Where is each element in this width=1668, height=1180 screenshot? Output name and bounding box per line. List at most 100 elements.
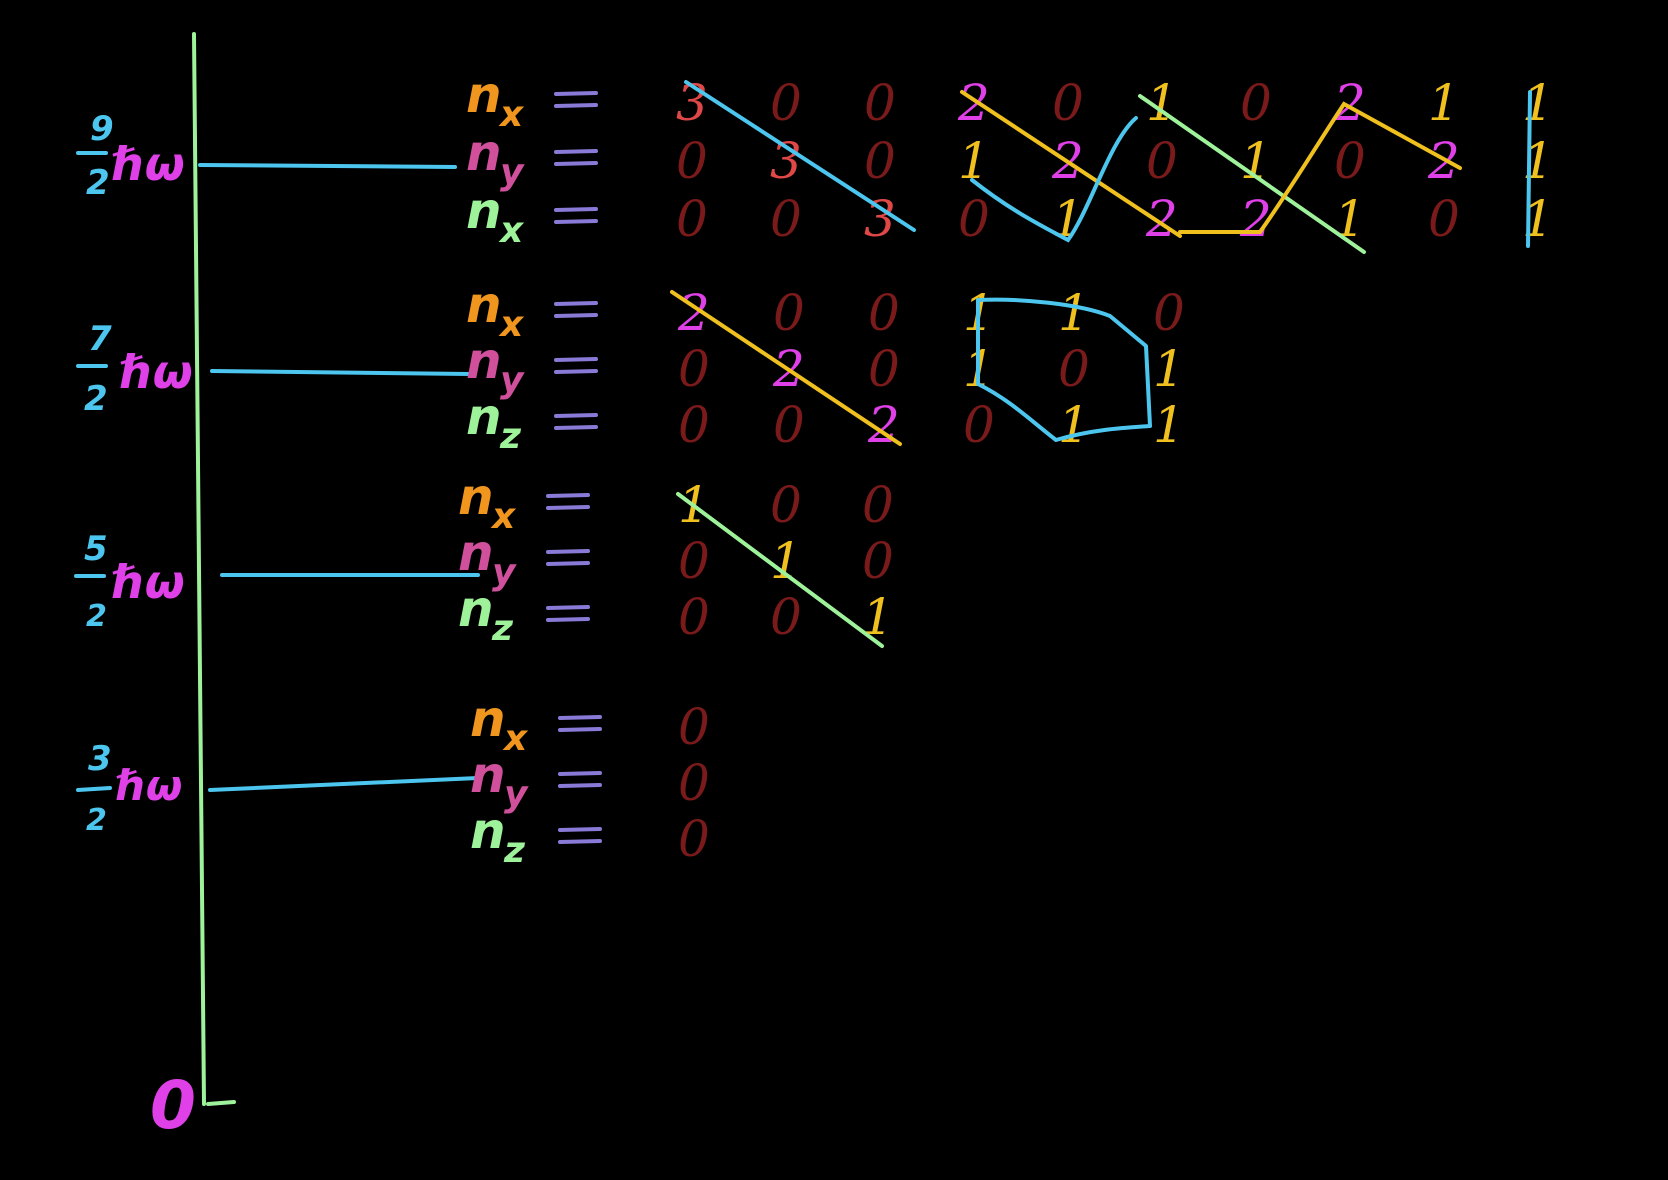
matrix-cell: 1 xyxy=(1240,132,1272,190)
quantum-label-row: ny xyxy=(466,124,525,193)
equals-sign-bar xyxy=(554,149,598,154)
equals-sign-bar xyxy=(558,783,602,788)
level-9-2: 9 2 ℏω xyxy=(76,109,457,203)
quantum-label-nz: n xyxy=(458,580,494,638)
matrix-cell: 0 xyxy=(1146,132,1178,190)
matrix-cell: 0 xyxy=(678,532,710,590)
quantum-label-row: nx xyxy=(470,690,529,759)
equals-sign-bar xyxy=(554,369,598,374)
quantum-label-subscript: y xyxy=(500,152,525,193)
quantum-label-row: nz xyxy=(458,580,514,649)
quantum-label-subscript: x xyxy=(498,210,525,251)
matrix-cell: 0 xyxy=(678,810,710,868)
fraction-bar xyxy=(76,786,112,792)
level-numerator: 5 xyxy=(84,529,108,569)
matrix-cell: 0 xyxy=(770,74,802,132)
matrix-cell: 0 xyxy=(773,284,805,342)
hbar-omega: ℏω xyxy=(120,345,193,399)
matrix-cell: 0 xyxy=(1052,74,1084,132)
equals-sign-bar xyxy=(546,505,590,510)
level-denominator: 2 xyxy=(86,803,107,838)
matrix-cell: 1 xyxy=(1153,396,1185,454)
matrix-cell: 2 xyxy=(957,74,990,132)
equals-sign-bar xyxy=(554,313,598,318)
matrix-cell: 0 xyxy=(678,588,710,646)
matrix-cell: 2 xyxy=(1239,190,1272,248)
quantum-label-subscript: y xyxy=(504,774,529,815)
equals-sign-bar xyxy=(554,413,598,418)
quantum-label-row: nx xyxy=(466,66,525,135)
quantum-label-ny: n xyxy=(470,746,506,804)
level-7-2: 7 2 ℏω xyxy=(76,319,472,419)
matrix-cell: 0 xyxy=(1334,132,1366,190)
diagonal-stroke-yellow xyxy=(960,90,1182,238)
equals-sign-bar xyxy=(554,357,598,362)
quantum-label-subscript: x xyxy=(498,304,525,345)
matrix-cell: 0 xyxy=(773,396,805,454)
quantum-label-row: ny xyxy=(466,332,525,401)
diagonal-stroke-blue xyxy=(684,80,916,232)
diagonal-stroke-green xyxy=(676,492,884,648)
equals-sign-bar xyxy=(546,493,590,498)
hbar-omega: ℏω xyxy=(112,555,185,609)
equals-sign-bar xyxy=(558,727,602,732)
quantum-label-ny: n xyxy=(458,524,494,582)
matrix-cell: 1 xyxy=(1334,190,1366,248)
quantum-label-subscript: x xyxy=(502,718,529,759)
equals-sign-bar xyxy=(558,715,602,720)
quantum-label-nz: n xyxy=(470,802,506,860)
matrix-cell: 0 xyxy=(770,190,802,248)
level-3-2: 3 2 ℏω xyxy=(76,739,480,838)
level-line xyxy=(198,163,457,169)
matrix-cell: 2 xyxy=(1145,190,1178,248)
quantum-label-subscript: x xyxy=(490,496,517,537)
zigzag-stroke-blue xyxy=(970,116,1138,243)
diagonal-stroke-yellow xyxy=(670,290,902,446)
matrix-cell: 0 xyxy=(676,190,708,248)
quantum-label-ny: n xyxy=(466,124,502,182)
level-denominator: 2 xyxy=(86,163,110,203)
quantum-label-nx: n xyxy=(466,276,502,334)
quantum-label-row: ny xyxy=(470,746,529,815)
matrix-cell: 0 xyxy=(678,340,710,398)
matrix-cell: 0 xyxy=(1058,340,1090,398)
matrix-cell: 1 xyxy=(862,588,894,646)
matrix-cell: 0 xyxy=(1240,74,1272,132)
zigzag-stroke-yellow xyxy=(1178,101,1462,234)
matrix-cell: 0 xyxy=(678,396,710,454)
equals-sign-bar xyxy=(554,425,598,430)
level-numerator: 9 xyxy=(90,109,114,149)
hbar-omega: ℏω xyxy=(112,137,185,191)
equals-sign-bar xyxy=(546,561,590,566)
origin-tick xyxy=(206,1100,236,1106)
quantum-label-subscript: y xyxy=(500,360,525,401)
matrix-cell: 0 xyxy=(1428,190,1460,248)
quantum-label-subscript: x xyxy=(498,94,525,135)
matrix-cell: 0 xyxy=(864,74,896,132)
quantum-label-ny: n xyxy=(466,332,502,390)
matrix-cell: 1 xyxy=(1058,284,1090,342)
level-numerator: 7 xyxy=(88,319,112,359)
equals-sign-bar xyxy=(546,617,590,622)
quantum-label-row: nz xyxy=(470,802,526,871)
matrix-cell: 0 xyxy=(862,532,894,590)
loop-stroke-blue xyxy=(976,297,1152,442)
quantum-label-nx: n xyxy=(458,468,494,526)
matrix-cell: 0 xyxy=(963,396,995,454)
level-line xyxy=(210,369,472,376)
matrix-cell: 0 xyxy=(868,340,900,398)
matrix-cell: 0 xyxy=(868,284,900,342)
level-5-2: 5 2 ℏω xyxy=(74,529,480,634)
quantum-label-row: nx xyxy=(466,182,525,251)
quantum-label-subscript: z xyxy=(503,830,526,871)
matrix-cell: 1 xyxy=(1058,396,1090,454)
quantum-label-nx: n xyxy=(466,182,502,240)
quantum-label-nx: n xyxy=(466,66,502,124)
annotation-strokes xyxy=(670,80,1532,648)
equals-sign-bar xyxy=(554,219,598,224)
matrix-cell: 0 xyxy=(678,698,710,756)
equals-sign-bar xyxy=(558,839,602,844)
quantum-label-subscript: y xyxy=(492,552,517,593)
